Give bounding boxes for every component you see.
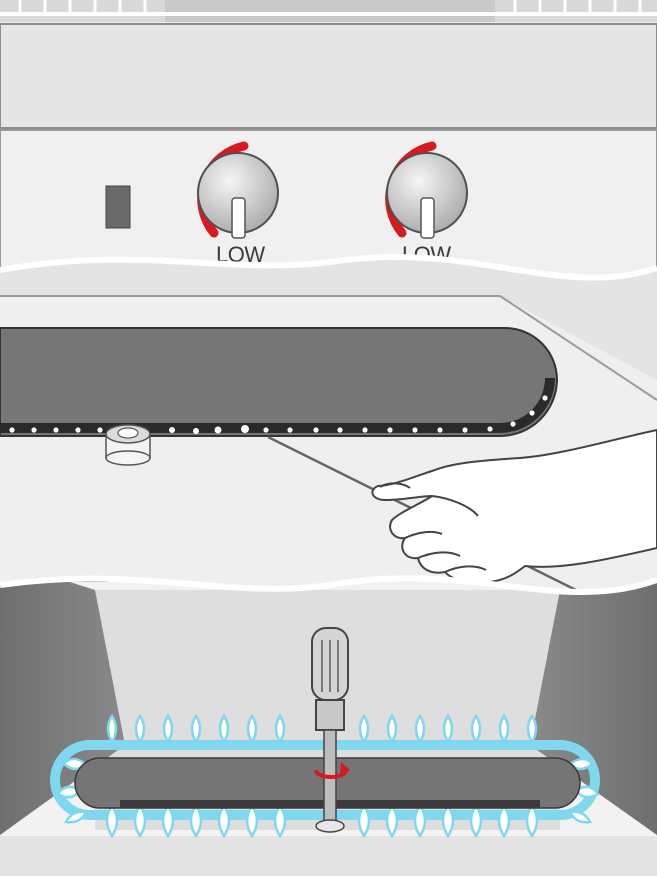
- hand-icon: [371, 429, 657, 584]
- flame-icon: [50, 713, 600, 839]
- burner-cleaning-scene: [0, 257, 657, 593]
- burner-tube: [0, 327, 559, 437]
- burner-control-knob-icon: [197, 141, 279, 239]
- igniter-button: [105, 185, 131, 229]
- burner-valve-fitting: [105, 424, 151, 466]
- grill-hood: [0, 23, 657, 129]
- grill-grate: [0, 0, 657, 22]
- control-panel-scene: LOW LOW: [0, 0, 657, 278]
- burner-control-knob-icon: [385, 141, 468, 239]
- burner-ports: [9, 395, 548, 434]
- rotation-arrow-icon: [314, 762, 350, 779]
- burner-adjustment-scene: [0, 578, 657, 876]
